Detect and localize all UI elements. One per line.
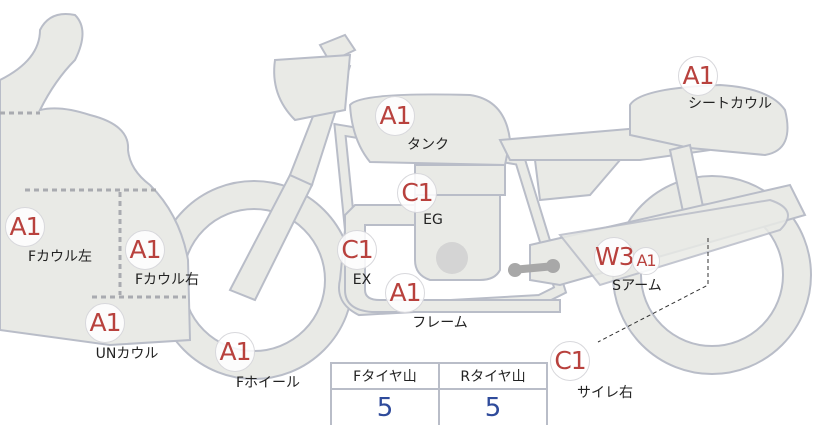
part-label-tank: タンク xyxy=(407,137,449,153)
tire-tread-table: Fタイヤ山 Rタイヤ山 5 5 xyxy=(330,362,548,425)
damage-code-front-cowl-right[interactable]: A1 xyxy=(125,230,165,270)
part-label-seat-cowl: シートカウル xyxy=(688,96,772,112)
damage-code-tank[interactable]: A1 xyxy=(375,96,415,136)
part-label-front-cowl-right: Fカウル右 xyxy=(134,272,200,288)
damage-code-engine[interactable]: C1 xyxy=(397,173,437,213)
part-label-swing-arm: Sアーム xyxy=(612,278,662,294)
front-tire-header: Fタイヤ山 xyxy=(330,362,440,390)
part-label-frame: フレーム xyxy=(412,315,468,331)
front-cowl-shape xyxy=(0,13,192,347)
rear-tire-value: 5 xyxy=(438,388,548,425)
damage-code-front-cowl-left[interactable]: A1 xyxy=(5,207,45,247)
part-label-exhaust: EX xyxy=(352,272,372,288)
damage-code-seat-cowl[interactable]: A1 xyxy=(678,56,718,96)
part-label-front-cowl-left: Fカウル左 xyxy=(27,249,93,265)
part-label-under-cowl: UNカウル xyxy=(95,346,159,362)
damage-code-swing-arm-secondary[interactable]: A1 xyxy=(632,247,660,275)
damage-code-frame[interactable]: A1 xyxy=(385,273,425,313)
damage-code-exhaust[interactable]: C1 xyxy=(337,230,377,270)
front-tire-value: 5 xyxy=(330,388,440,425)
headlight xyxy=(273,53,352,122)
rear-tire-header: Rタイヤ山 xyxy=(438,362,548,390)
part-label-front-wheel: Fホイール xyxy=(235,375,301,391)
part-label-silencer-right: サイレ右 xyxy=(577,385,633,401)
part-label-engine: EG xyxy=(423,212,443,228)
damage-code-under-cowl[interactable]: A1 xyxy=(85,303,125,343)
damage-code-front-wheel[interactable]: A1 xyxy=(215,332,255,372)
tank-shape xyxy=(348,93,512,167)
exhaust-pipe xyxy=(344,204,561,313)
seat-cowl-shape xyxy=(629,83,789,157)
damage-code-silencer-right[interactable]: C1 xyxy=(550,341,590,381)
damage-code-swing-arm[interactable]: W3 xyxy=(594,237,635,277)
